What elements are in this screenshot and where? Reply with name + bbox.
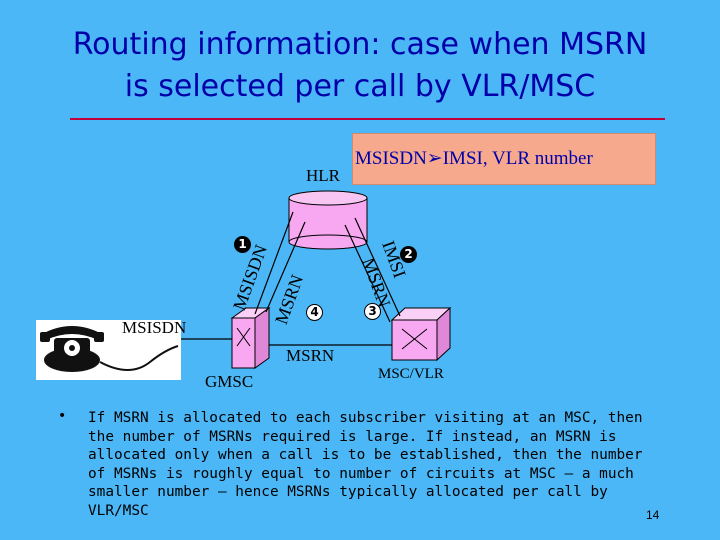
slide-title: Routing information: case when MSRN is s… <box>0 24 720 108</box>
step-3-marker: 3 <box>364 303 381 320</box>
switch-box-icon <box>390 306 452 362</box>
gmsc-switch-icon <box>230 307 271 369</box>
link-hlr-gmsc-msrn <box>265 221 306 313</box>
msrn-link-label: MSRN <box>286 346 335 365</box>
title-line-1: Routing information: case when MSRN <box>72 27 648 62</box>
step-4-marker: 4 <box>306 304 323 321</box>
link-gmsc-hlr-msisdn <box>254 211 294 315</box>
step-2-marker: 2 <box>400 246 417 263</box>
database-cylinder-icon <box>288 190 368 250</box>
signalling-links <box>180 211 401 346</box>
bullet-marker: • <box>58 408 67 424</box>
page-number: 14 <box>646 508 660 522</box>
explanation-text: If MSRN is allocated to each subscriber … <box>88 410 643 519</box>
msc-vlr-label: MSC/VLR <box>378 366 444 382</box>
hlr-mapping-callout: MSISDN➢IMSI, VLR number <box>352 133 656 185</box>
hlr-label: HLR <box>306 166 340 185</box>
title-divider <box>70 118 665 120</box>
step-1-marker: 1 <box>234 236 251 253</box>
title-line-2: is selected per call by VLR/MSC <box>124 69 596 104</box>
link-msc-hlr-msrn <box>344 224 391 323</box>
gmsc-label: GMSC <box>205 372 254 391</box>
telephone-icon <box>36 320 181 380</box>
link-hlr-msc-imsi <box>354 217 401 317</box>
phone-msisdn-label: MSISDN <box>122 318 187 337</box>
